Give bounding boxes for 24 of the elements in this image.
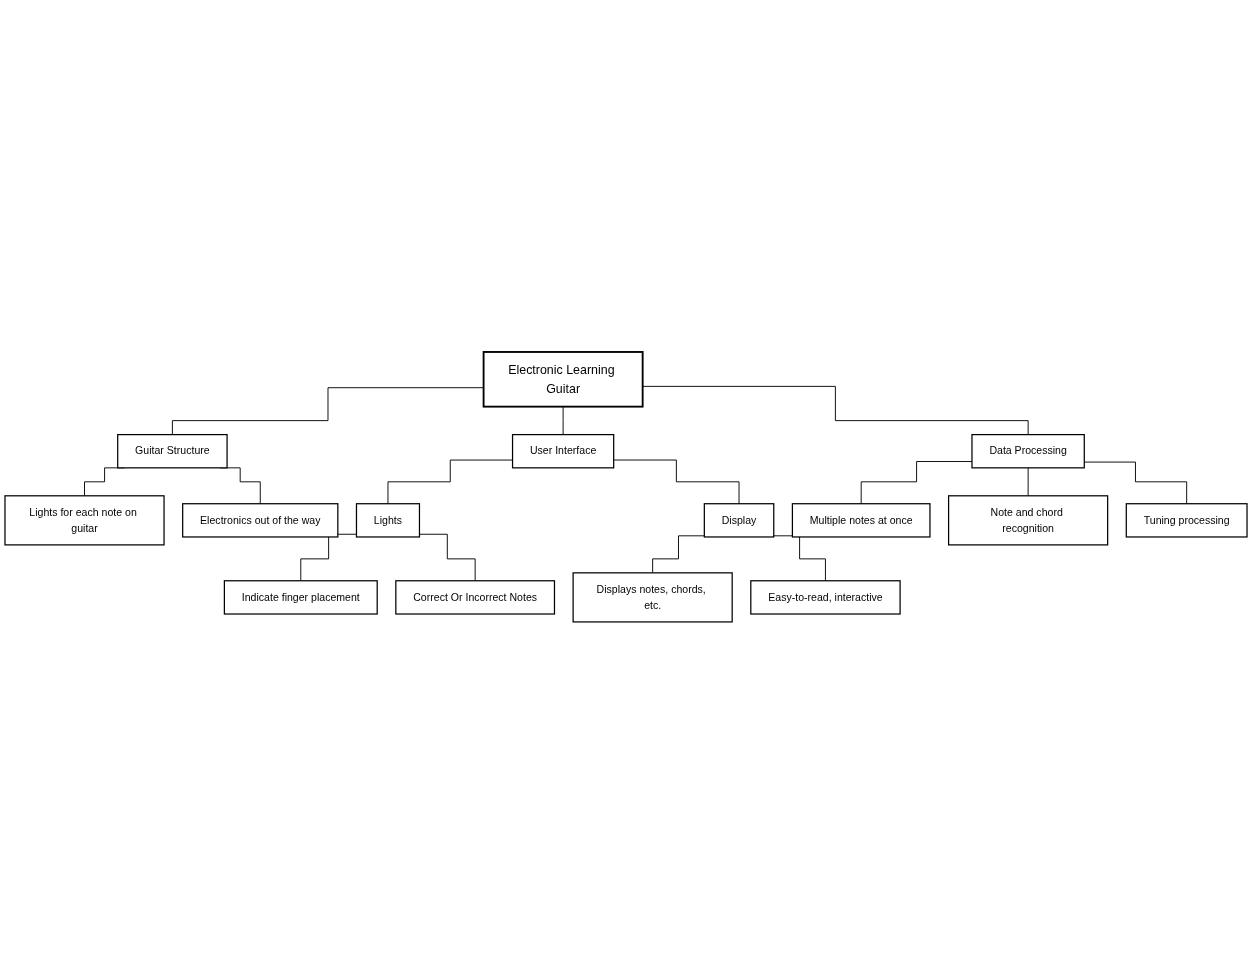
- node-box: Multiple notes at once: [791, 503, 931, 538]
- node-box: Indicate finger placement: [223, 580, 378, 615]
- node-box: Note and chord recognition: [948, 495, 1109, 546]
- connector: [652, 535, 705, 574]
- node-box: Electronic Learning Guitar: [482, 351, 644, 408]
- node-box: Lights for each note on guitar: [4, 495, 165, 546]
- node-box: Lights: [355, 503, 421, 538]
- connector: [562, 406, 564, 436]
- connector: [773, 535, 826, 582]
- node-box: User Interface: [511, 434, 615, 469]
- node-box: Tuning processing: [1125, 503, 1248, 538]
- connector: [300, 533, 357, 582]
- connector: [419, 533, 476, 582]
- node-box: Guitar Structure: [117, 434, 228, 469]
- node-box: Easy-to-read, interactive: [750, 580, 901, 615]
- node-box: Displays notes, chords, etc.: [572, 572, 733, 623]
- connector: [387, 459, 513, 505]
- connector: [642, 385, 1029, 436]
- node-box: Electronics out of the way: [182, 503, 339, 538]
- node-box: Correct Or Incorrect Notes: [395, 580, 556, 615]
- connector: [1027, 467, 1029, 497]
- node-box: Display: [703, 503, 775, 538]
- connector: [613, 459, 740, 505]
- node-box: Data Processing: [971, 434, 1085, 469]
